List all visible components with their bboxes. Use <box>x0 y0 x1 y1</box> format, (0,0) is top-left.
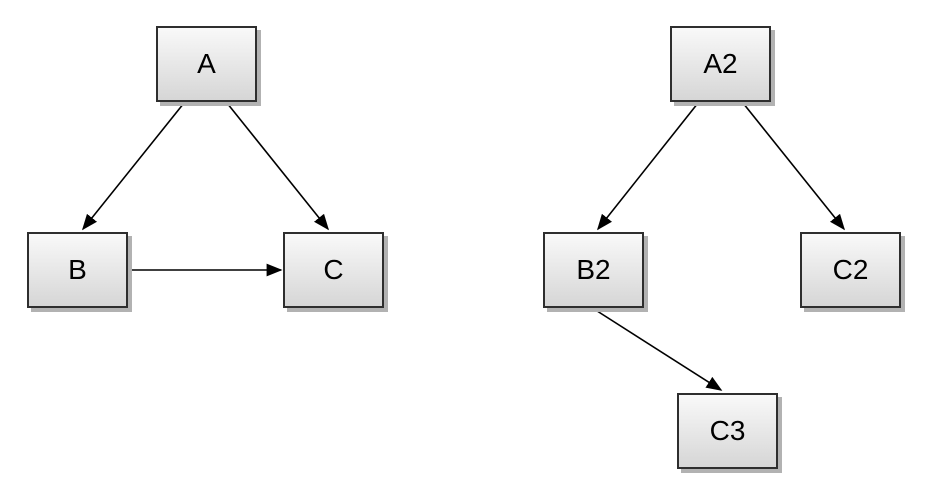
node-c2-label: C2 <box>832 254 869 285</box>
node-c3: C3 <box>677 393 778 469</box>
node-c: C <box>283 232 384 308</box>
node-c2: C2 <box>800 232 901 308</box>
node-a-label: A <box>197 48 216 79</box>
node-a2-label: A2 <box>703 48 738 79</box>
edge-b2-to-c3 <box>593 308 723 391</box>
node-a2: A2 <box>670 26 771 102</box>
node-c3-label: C3 <box>709 415 746 446</box>
node-b: B <box>27 232 128 308</box>
node-b2-label: B2 <box>576 254 611 285</box>
node-b2: B2 <box>543 232 644 308</box>
edge-a2-to-b2 <box>597 102 699 231</box>
node-a: A <box>156 26 257 102</box>
node-b-label: B <box>68 254 87 285</box>
edge-a2-to-c2 <box>742 102 846 231</box>
edge-a-to-b <box>81 102 185 231</box>
node-c-label: C <box>323 254 344 285</box>
edge-a-to-c <box>226 102 330 231</box>
